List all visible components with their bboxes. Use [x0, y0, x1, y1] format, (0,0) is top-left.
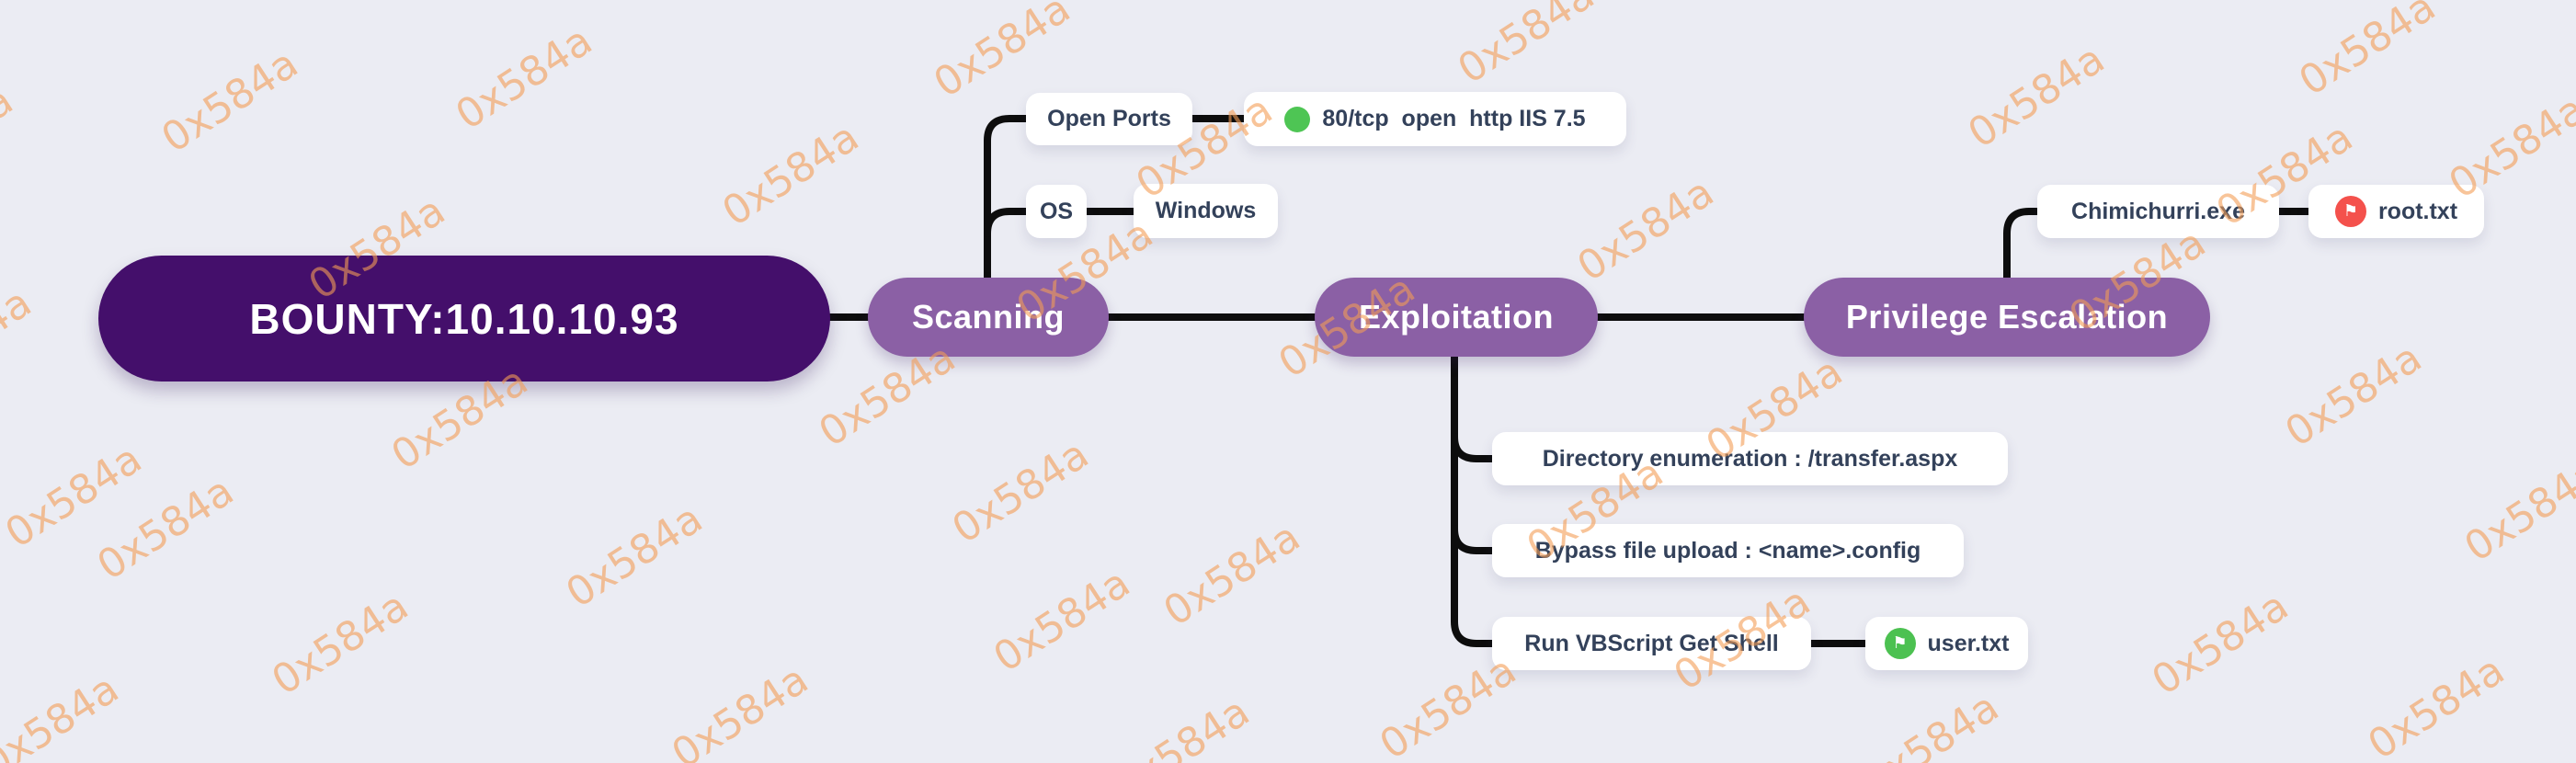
topic-run-vbscript-get-shell[interactable]: Run VBScript Get Shell: [1492, 617, 1811, 670]
topic-label: user.txt: [1927, 630, 2010, 656]
user-flag-icon: ⚑: [1884, 628, 1916, 659]
topic-label: Open Ports: [1047, 106, 1171, 131]
topic-chimichurri-exe[interactable]: Chimichurri.exe: [2037, 185, 2279, 238]
connector-exploitation-direnum: [1451, 433, 1496, 462]
topic-open-ports[interactable]: Open Ports: [1026, 93, 1192, 145]
topic-port-80-detail[interactable]: 80/tcp open http IIS 7.5: [1244, 92, 1626, 146]
connector-scanning-openports: [984, 115, 1030, 283]
topic-label: Run VBScript Get Shell: [1524, 630, 1779, 656]
topic-directory-enumeration[interactable]: Directory enumeration : /transfer.aspx: [1492, 432, 2008, 485]
root-node-bounty[interactable]: BOUNTY:10.10.10.93: [98, 256, 830, 382]
topic-label: Windows: [1155, 198, 1257, 223]
branch-node-privilege-escalation[interactable]: Privilege Escalation: [1804, 278, 2210, 357]
topic-bypass-file-upload[interactable]: Bypass file upload : <name>.config: [1492, 524, 1964, 577]
root-flag-icon: ⚑: [2334, 196, 2366, 227]
root-node-label: BOUNTY:10.10.10.93: [249, 294, 679, 343]
connector-privesc-chimichurri: [2003, 208, 2041, 283]
branch-label: Scanning: [911, 298, 1066, 336]
branch-label: Exploitation: [1359, 298, 1554, 336]
topic-root-txt[interactable]: ⚑ root.txt: [2308, 185, 2484, 238]
topic-windows[interactable]: Windows: [1134, 184, 1278, 238]
topic-user-txt[interactable]: ⚑ user.txt: [1865, 617, 2028, 670]
topic-label: Chimichurri.exe: [2071, 198, 2245, 224]
topic-label: Directory enumeration : /transfer.aspx: [1542, 445, 1958, 472]
connector-scanning-os: [984, 208, 1030, 237]
branch-label: Privilege Escalation: [1845, 298, 2169, 336]
branch-node-scanning[interactable]: Scanning: [868, 278, 1109, 357]
topic-label: 80/tcp open http IIS 7.5: [1322, 106, 1586, 131]
connector-exploitation-runvb: [1451, 351, 1496, 647]
topic-label: Bypass file upload : <name>.config: [1534, 537, 1921, 564]
topic-label: OS: [1039, 198, 1074, 224]
open-port-dot-icon: [1284, 106, 1311, 132]
connector-exploitation-bypass: [1451, 525, 1496, 554]
branch-node-exploitation[interactable]: Exploitation: [1315, 278, 1598, 357]
topic-label: root.txt: [2377, 198, 2458, 224]
topic-os[interactable]: OS: [1026, 185, 1087, 238]
